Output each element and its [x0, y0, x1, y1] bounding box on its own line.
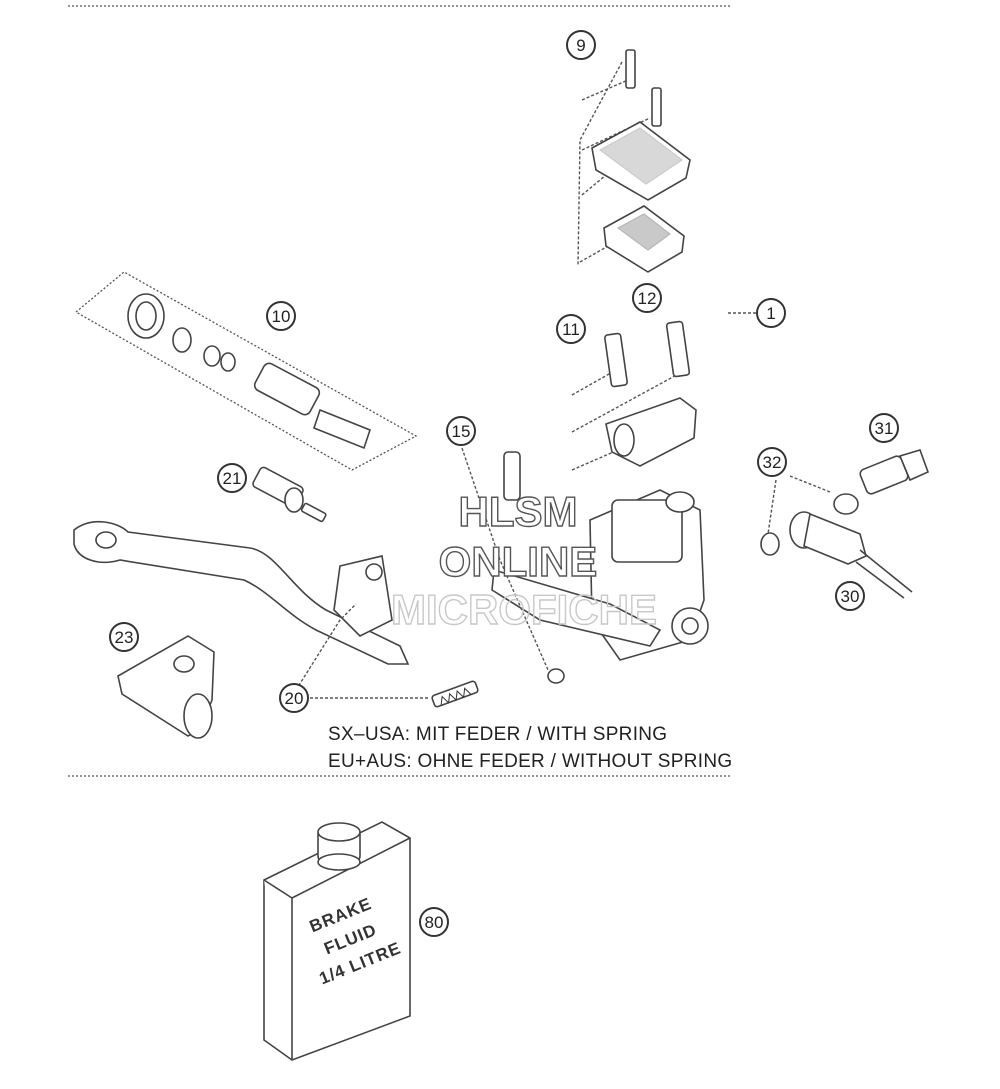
svg-text:20: 20	[285, 689, 304, 708]
watermark-line2: ONLINE	[439, 538, 598, 585]
callout-15: 15	[446, 416, 476, 446]
brake-hose-fitting	[760, 449, 930, 599]
callout-31: 31	[869, 413, 899, 443]
svg-text:21: 21	[223, 469, 242, 488]
brake-fluid-can	[263, 821, 411, 1061]
lever-guard	[117, 635, 215, 739]
lever-adjuster	[252, 466, 327, 523]
watermark-line3: MICROFICHE	[391, 586, 657, 633]
svg-text:1: 1	[766, 304, 775, 323]
svg-text:31: 31	[875, 419, 894, 438]
note-with-spring: SX–USA: MIT FEDER / WITH SPRING	[328, 724, 667, 745]
callout-30: 30	[835, 581, 865, 611]
svg-text:11: 11	[562, 320, 580, 339]
handlebar-clamp	[571, 320, 697, 471]
callout-12: 12	[632, 283, 662, 313]
svg-text:15: 15	[452, 422, 471, 441]
svg-text:9: 9	[576, 36, 585, 55]
svg-text:23: 23	[115, 628, 134, 647]
watermark: HLSM ONLINE MICROFICHE	[390, 487, 657, 633]
callout-32: 32	[757, 447, 787, 477]
svg-text:10: 10	[272, 307, 291, 326]
callout-11: 11	[556, 314, 586, 344]
reservoir-cover-assembly	[577, 49, 691, 273]
watermark-line1: HLSM	[459, 488, 578, 535]
svg-text:80: 80	[425, 913, 444, 932]
callout-10: 10	[266, 301, 296, 331]
callout-80: 80	[419, 907, 449, 937]
callout-21: 21	[217, 463, 247, 493]
note-without-spring: EU+AUS: OHNE FEDER / WITHOUT SPRING	[328, 751, 732, 772]
piston-repair-kit	[74, 271, 418, 471]
callout-1: 1	[756, 298, 786, 328]
svg-text:12: 12	[638, 289, 657, 308]
return-spring	[310, 680, 479, 708]
brake-lever	[73, 521, 410, 691]
callout-9: 9	[566, 30, 596, 60]
svg-text:30: 30	[841, 587, 860, 606]
master-cylinder-body	[461, 312, 756, 684]
svg-text:32: 32	[763, 453, 782, 472]
callout-23: 23	[109, 622, 139, 652]
callout-20: 20	[279, 683, 309, 713]
